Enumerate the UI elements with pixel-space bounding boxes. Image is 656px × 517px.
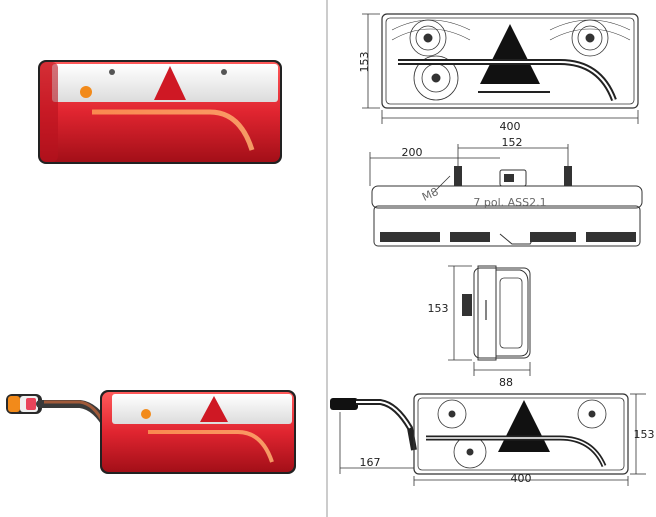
drawing-front-view — [381, 13, 639, 109]
dimension-lines-front-marker — [339, 393, 646, 486]
dim-side-overall: 200 — [402, 146, 423, 159]
product-photo-lamp-with-marker — [6, 390, 296, 474]
product-photo-lamp — [38, 60, 282, 164]
dim-bottom-height: 153 — [634, 428, 655, 441]
dim-bottom-width: 400 — [511, 472, 532, 485]
label-thread: M8 — [420, 185, 440, 204]
dimension-lines-side — [369, 144, 569, 195]
dim-end-height: 153 — [428, 302, 449, 315]
dim-end-depth: 88 — [499, 376, 513, 389]
drawing-end-view — [462, 265, 531, 361]
dimension-lines-front — [362, 13, 639, 124]
dim-side-bolt-spacing: 152 — [502, 136, 523, 149]
dim-front-width: 400 — [500, 120, 521, 133]
drawing-side-view — [371, 166, 643, 247]
dim-bracket: 167 — [360, 456, 381, 469]
dim-front-height: 153 — [358, 52, 371, 73]
label-connector: 7 pol. ASS2.1 — [473, 196, 546, 209]
drawing-front-with-marker — [330, 393, 629, 475]
dimension-lines-end — [448, 265, 531, 376]
